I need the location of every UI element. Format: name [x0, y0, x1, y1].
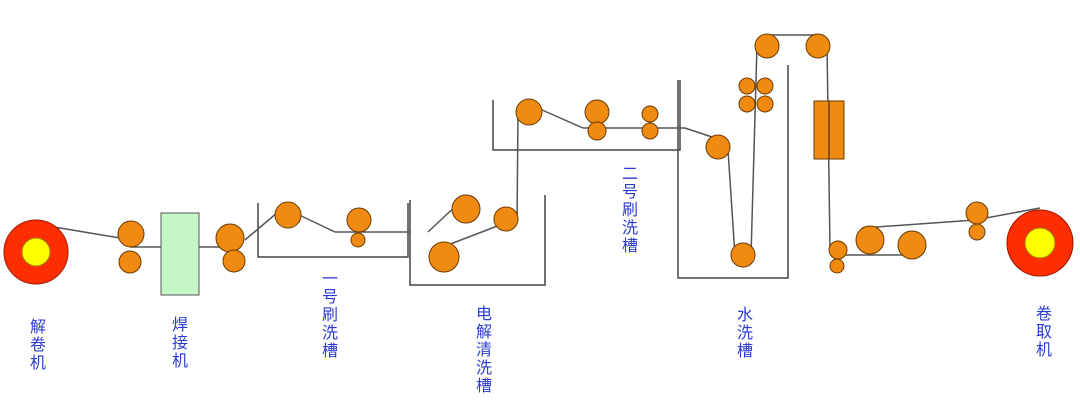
roller [828, 240, 848, 260]
roller [805, 33, 831, 59]
roller [641, 105, 659, 123]
roller [587, 121, 607, 141]
water-rinse-tank-label: 水洗槽 [736, 305, 753, 360]
roller [968, 223, 986, 241]
brush-tank-1-label: 一号刷洗槽 [321, 269, 338, 360]
roller [584, 99, 610, 125]
roller [451, 194, 481, 224]
recoiler-coil [1006, 209, 1074, 277]
roller [118, 250, 142, 274]
roller [222, 249, 246, 273]
brush-tank-2-label: 二号刷洗槽 [621, 164, 638, 255]
roller [493, 206, 519, 232]
roller [274, 201, 302, 229]
roller [738, 95, 756, 113]
water-rinse-tank [677, 65, 789, 279]
roller [346, 207, 372, 233]
roller [855, 225, 885, 255]
recoiler-label: 卷取机 [1035, 304, 1052, 359]
roller [754, 33, 780, 59]
rollers [117, 33, 989, 274]
roller [738, 77, 756, 95]
roller [829, 258, 845, 274]
roller [641, 122, 659, 140]
brush-tank-1 [257, 203, 409, 258]
brush-tank-2 [492, 80, 681, 151]
roller [350, 232, 366, 248]
roller [756, 95, 774, 113]
roller [215, 223, 245, 253]
roller [730, 242, 756, 268]
roller [756, 77, 774, 95]
welder-label: 焊接机 [171, 315, 188, 370]
welder-box [160, 212, 200, 296]
uncoiler-label: 解卷机 [29, 317, 46, 372]
electrolytic-tank-label: 电解清洗槽 [475, 304, 492, 395]
electrolytic-tank [409, 195, 546, 286]
roller [705, 134, 731, 160]
uncoiler-coil [3, 219, 69, 285]
roller [515, 98, 543, 126]
roller [428, 241, 460, 273]
roller [117, 220, 145, 248]
roller [897, 230, 927, 260]
roller [965, 201, 989, 225]
